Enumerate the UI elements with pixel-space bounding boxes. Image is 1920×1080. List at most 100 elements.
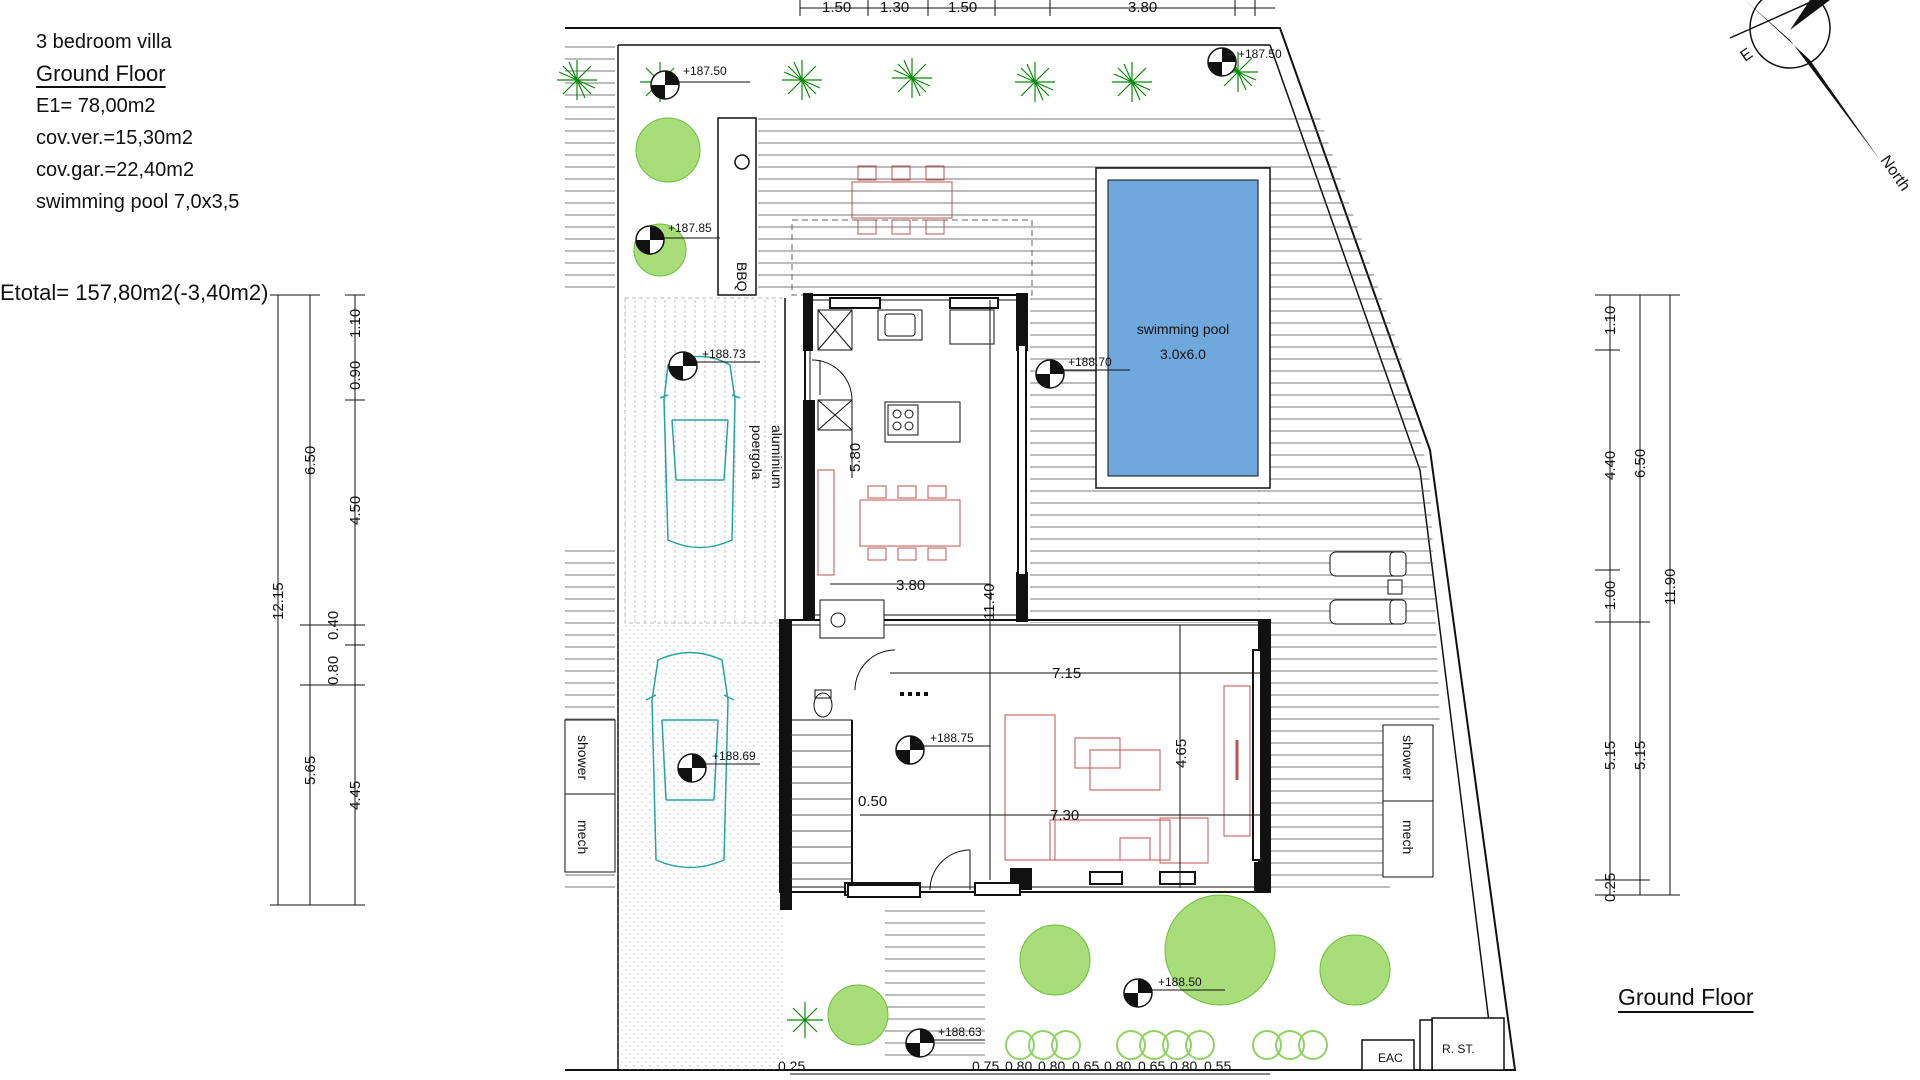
svg-text:6.50: 6.50 — [302, 446, 319, 475]
kitchen — [817, 309, 995, 443]
bbq-label: BBQ — [734, 262, 750, 292]
svg-text:5.65: 5.65 — [302, 756, 319, 785]
svg-text:0.65: 0.65 — [1072, 1058, 1099, 1074]
car-on-driveway — [645, 651, 735, 869]
level-marker-8: +188.50 — [1123, 975, 1225, 1008]
right-dimensions: 1.10 4.40 1.00 5.15 0.25 6.50 5.15 11.90 — [1595, 294, 1680, 902]
svg-text:3.80: 3.80 — [1128, 0, 1157, 16]
svg-text:+187.50: +187.50 — [683, 64, 727, 78]
shrub-icon-4 — [1019, 924, 1091, 996]
dining-table — [817, 469, 961, 576]
level-marker-5: +188.70 — [1035, 355, 1130, 389]
svg-text:0.80: 0.80 — [1104, 1058, 1131, 1074]
svg-text:+187.50: +187.50 — [1238, 47, 1282, 61]
level-marker-7: +188.75 — [895, 731, 990, 765]
svg-text:5.80: 5.80 — [847, 443, 864, 472]
stair-core — [789, 599, 971, 898]
level-marker-1: +187.50 — [650, 64, 750, 100]
svg-text:0.80: 0.80 — [1170, 1058, 1197, 1074]
area-etotal: Etotal= 157,80m2(-3,40m2) — [0, 280, 269, 305]
left-dimensions: 12.15 6.50 0.80 5.65 1.10 0.90 4.50 0.40… — [270, 294, 365, 906]
level-marker-2: +187.50 — [1207, 47, 1282, 77]
svg-text:0.40: 0.40 — [325, 611, 342, 640]
shrub-icon-5 — [1164, 894, 1276, 1006]
svg-text:7.15: 7.15 — [1052, 665, 1081, 682]
driveway — [618, 297, 786, 1070]
footer-floor-title: Ground Floor — [1618, 984, 1754, 1010]
palm-icon-3 — [892, 58, 932, 98]
top-dimensions: 1.50 1.30 1.50 3.80 — [799, 0, 1275, 16]
outdoor-utility-right — [1382, 724, 1434, 878]
svg-text:4.40: 4.40 — [1602, 451, 1619, 480]
svg-text:11.40: 11.40 — [981, 584, 998, 620]
sun-loungers — [1329, 551, 1407, 625]
svg-text:1.10: 1.10 — [347, 309, 364, 338]
svg-text:+188.70: +188.70 — [1068, 355, 1112, 369]
svg-text:0.90: 0.90 — [347, 361, 364, 390]
svg-text:1.00: 1.00 — [1602, 581, 1619, 610]
pergola-label-2: poergola — [749, 425, 765, 480]
hedge-icon — [1005, 1030, 1328, 1060]
swimming-pool: swimming pool 3.0x6.0 — [1095, 167, 1271, 489]
svg-text:+188.63: +188.63 — [938, 1025, 982, 1039]
shower-left-label: shower — [575, 735, 591, 780]
svg-text:0.65: 0.65 — [1138, 1058, 1165, 1074]
svg-text:4.45: 4.45 — [347, 781, 364, 810]
deck-areas — [565, 45, 1440, 1060]
svg-text:+188.73: +188.73 — [702, 347, 746, 361]
shrub-icon-6 — [1319, 934, 1391, 1006]
svg-text:4.50: 4.50 — [347, 496, 364, 525]
mech-right-label: mech — [1400, 820, 1416, 854]
svg-text:3.80: 3.80 — [896, 577, 925, 594]
area-cov-gar: cov.gar.=22,40m2 — [36, 159, 195, 181]
palm-icon-1 — [557, 60, 597, 100]
outdoor-utility-left — [564, 719, 616, 873]
palm-icon-5 — [1112, 62, 1152, 102]
pool-note: swimming pool 7,0x3,5 — [36, 191, 240, 213]
bbq-counter: BBQ — [717, 117, 757, 296]
palm-icon-4 — [1015, 62, 1055, 102]
plan-notes: 3 bedroom villa Ground Floor E1= 78,00m2… — [36, 26, 239, 218]
shrub-icon-3 — [827, 984, 889, 1046]
palm-icon-2 — [782, 60, 822, 100]
svg-text:7.30: 7.30 — [1050, 807, 1079, 824]
svg-text:0.25: 0.25 — [1602, 873, 1619, 902]
level-marker-4: +188.73 — [668, 347, 760, 381]
eac-label: EAC — [1378, 1051, 1403, 1065]
svg-text:0.80: 0.80 — [325, 656, 342, 685]
service-boxes — [1361, 1017, 1505, 1071]
svg-text:0.25: 0.25 — [778, 1058, 805, 1074]
svg-text:0.80: 0.80 — [1038, 1058, 1065, 1074]
palm-icon-8 — [787, 1002, 823, 1038]
plants — [557, 52, 1391, 1060]
compass-north: North — [1877, 153, 1913, 195]
bathroom-dots — [900, 692, 928, 696]
pool-size: 3.0x6.0 — [1160, 346, 1206, 362]
bottom-dimensions: 0.25 0.75 0.80 0.80 0.65 0.80 0.65 0.80 … — [778, 1058, 1270, 1075]
pool-label: swimming pool — [1137, 321, 1230, 337]
villa-title: 3 bedroom villa — [36, 31, 172, 53]
svg-text:5.15: 5.15 — [1632, 741, 1649, 770]
svg-text:11.90: 11.90 — [1662, 569, 1679, 605]
level-markers: +187.50 +187.50 +187.85 +188.73 +188.70 … — [635, 47, 1282, 1058]
svg-text:12.15: 12.15 — [270, 582, 287, 620]
svg-text:+187.85: +187.85 — [668, 221, 712, 235]
rst-label: R. ST. — [1442, 1042, 1475, 1056]
area-e1: E1= 78,00m2 — [36, 95, 156, 117]
svg-text:+188.75: +188.75 — [930, 731, 974, 745]
svg-text:6.50: 6.50 — [1632, 449, 1649, 478]
svg-text:+188.69: +188.69 — [712, 749, 756, 763]
svg-text:5.15: 5.15 — [1602, 741, 1619, 770]
svg-text:1.50: 1.50 — [822, 0, 851, 16]
compass-east: E — [1738, 45, 1756, 65]
svg-text:0.50: 0.50 — [858, 793, 887, 810]
svg-text:0.75: 0.75 — [972, 1058, 999, 1074]
svg-text:1.10: 1.10 — [1602, 306, 1619, 335]
svg-text:1.50: 1.50 — [948, 0, 977, 16]
svg-text:+188.50: +188.50 — [1158, 975, 1202, 989]
shrub-icon-1 — [635, 117, 701, 183]
svg-text:1.30: 1.30 — [880, 0, 909, 16]
living-furniture — [1004, 685, 1251, 864]
shower-right-label: shower — [1400, 735, 1416, 780]
